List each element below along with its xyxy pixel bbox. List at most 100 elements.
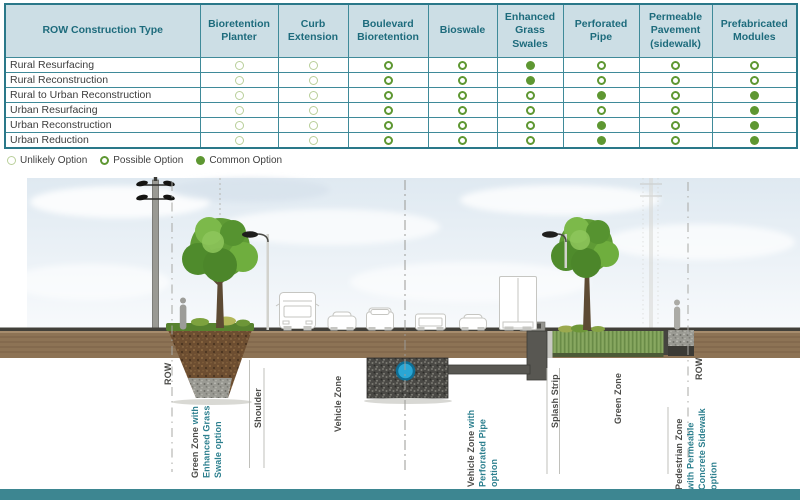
street-tree-right xyxy=(551,217,619,330)
option-cell xyxy=(638,117,713,133)
legend-item-possible: Possible Option xyxy=(100,155,183,166)
unlikely-option-marker-icon xyxy=(308,105,318,115)
label-vehicle-zone-pipe: Vehicle Zone with Perforated Pipe option xyxy=(466,407,499,487)
possible-option-marker-icon xyxy=(383,105,393,115)
option-cell xyxy=(711,102,798,118)
possible-option-marker-icon xyxy=(383,90,393,100)
option-cell xyxy=(347,72,429,88)
pedestrian-right-icon xyxy=(674,299,681,330)
option-cell xyxy=(277,87,349,103)
possible-option-marker-icon xyxy=(525,90,535,100)
possible-option-marker-icon xyxy=(525,135,535,145)
legend-item-unlikely: Unlikely Option xyxy=(7,155,87,166)
label-splash-strip: Splash Strip xyxy=(550,374,560,428)
unlikely-option-marker-icon xyxy=(308,75,318,85)
option-cell xyxy=(638,102,713,118)
possible-option-marker-icon xyxy=(671,105,680,115)
legend-label: Possible Option xyxy=(113,155,184,166)
label-row-right: ROW xyxy=(694,357,704,380)
option-cell xyxy=(496,132,564,149)
street-cross-section-diagram: ROW Green Zone with Enhanced Grass Swale… xyxy=(0,177,800,500)
option-cell xyxy=(496,102,564,118)
streetlight-right-icon xyxy=(542,231,567,268)
option-cell xyxy=(711,87,798,103)
option-cell xyxy=(427,132,498,149)
row-label: Rural to Urban Reconstruction xyxy=(4,87,201,103)
possible-option-marker-icon xyxy=(749,75,759,85)
unlikely-option-marker-icon xyxy=(234,135,244,145)
option-cell xyxy=(277,102,349,118)
utility-pole-faint-icon xyxy=(640,178,662,330)
unlikely-option-marker-icon xyxy=(234,105,244,115)
possible-option-marker-icon xyxy=(671,60,680,70)
option-cell xyxy=(199,72,279,88)
column-header: Curb Extension xyxy=(277,3,349,58)
column-header: Enhanced Grass Swales xyxy=(496,3,564,58)
vehicles xyxy=(275,276,537,331)
common-option-marker-icon xyxy=(749,90,759,100)
option-cell xyxy=(711,117,798,133)
option-cell xyxy=(199,132,279,149)
unlikely-option-marker-icon xyxy=(234,75,244,85)
pickup-truck-icon xyxy=(415,313,446,331)
option-cell xyxy=(496,57,564,73)
possible-option-marker-icon xyxy=(458,105,467,115)
option-cell xyxy=(562,87,640,103)
option-cell xyxy=(711,72,798,88)
possible-option-marker-icon xyxy=(749,60,759,70)
column-header: Prefabricated Modules xyxy=(711,3,798,58)
table-row: Urban Reconstruction xyxy=(4,117,798,133)
possible-option-marker-icon xyxy=(525,120,535,130)
possible-option-marker-icon xyxy=(671,75,680,85)
common-option-marker-icon xyxy=(196,156,206,165)
possible-option-marker-icon xyxy=(383,75,393,85)
splash-strip-section xyxy=(544,331,553,358)
street-tree-left xyxy=(182,217,258,328)
option-cell xyxy=(199,117,279,133)
legend-label: Unlikely Option xyxy=(20,155,88,166)
table-row: Rural Reconstruction xyxy=(4,72,798,88)
enhanced-grass-swale-section xyxy=(166,316,254,405)
possible-option-marker-icon xyxy=(458,60,467,70)
unlikely-option-marker-icon xyxy=(308,60,318,70)
option-cell xyxy=(347,57,429,73)
streetlight-left-icon xyxy=(242,231,269,330)
unlikely-option-marker-icon xyxy=(234,60,244,70)
option-cell xyxy=(427,72,498,88)
unlikely-option-marker-icon xyxy=(7,156,16,165)
column-header: Bioretention Planter xyxy=(199,3,279,58)
option-cell xyxy=(199,57,279,73)
possible-option-marker-icon xyxy=(596,60,606,70)
row-label: Rural Reconstruction xyxy=(4,72,201,88)
possible-option-marker-icon xyxy=(458,120,467,130)
option-cell xyxy=(562,132,640,149)
common-option-marker-icon xyxy=(596,90,606,100)
pedestrian-left-icon xyxy=(179,297,187,330)
option-cell xyxy=(427,117,498,133)
possible-option-marker-icon xyxy=(671,120,680,130)
possible-option-marker-icon xyxy=(383,120,393,130)
option-cell xyxy=(277,72,349,88)
possible-option-marker-icon xyxy=(383,135,393,145)
option-cell xyxy=(496,117,564,133)
column-header: Perforated Pipe xyxy=(562,3,640,58)
label-shoulder: Shoulder xyxy=(253,388,263,428)
car2-icon xyxy=(459,314,487,331)
permeable-sidewalk-section xyxy=(668,330,694,356)
column-header: Bioswale xyxy=(427,3,498,58)
option-cell xyxy=(347,132,429,149)
option-cell xyxy=(711,132,798,149)
common-option-marker-icon xyxy=(749,135,759,145)
possible-option-marker-icon xyxy=(671,90,680,100)
table-row: Rural Resurfacing xyxy=(4,57,798,73)
option-cell xyxy=(427,57,498,73)
option-cell xyxy=(347,117,429,133)
zone-guide-lines xyxy=(249,360,669,474)
option-cell xyxy=(277,132,349,149)
common-option-marker-icon xyxy=(749,105,759,115)
option-cell xyxy=(347,87,429,103)
possible-option-marker-icon xyxy=(671,135,680,145)
bus-icon xyxy=(275,292,320,331)
unlikely-option-marker-icon xyxy=(308,120,318,130)
